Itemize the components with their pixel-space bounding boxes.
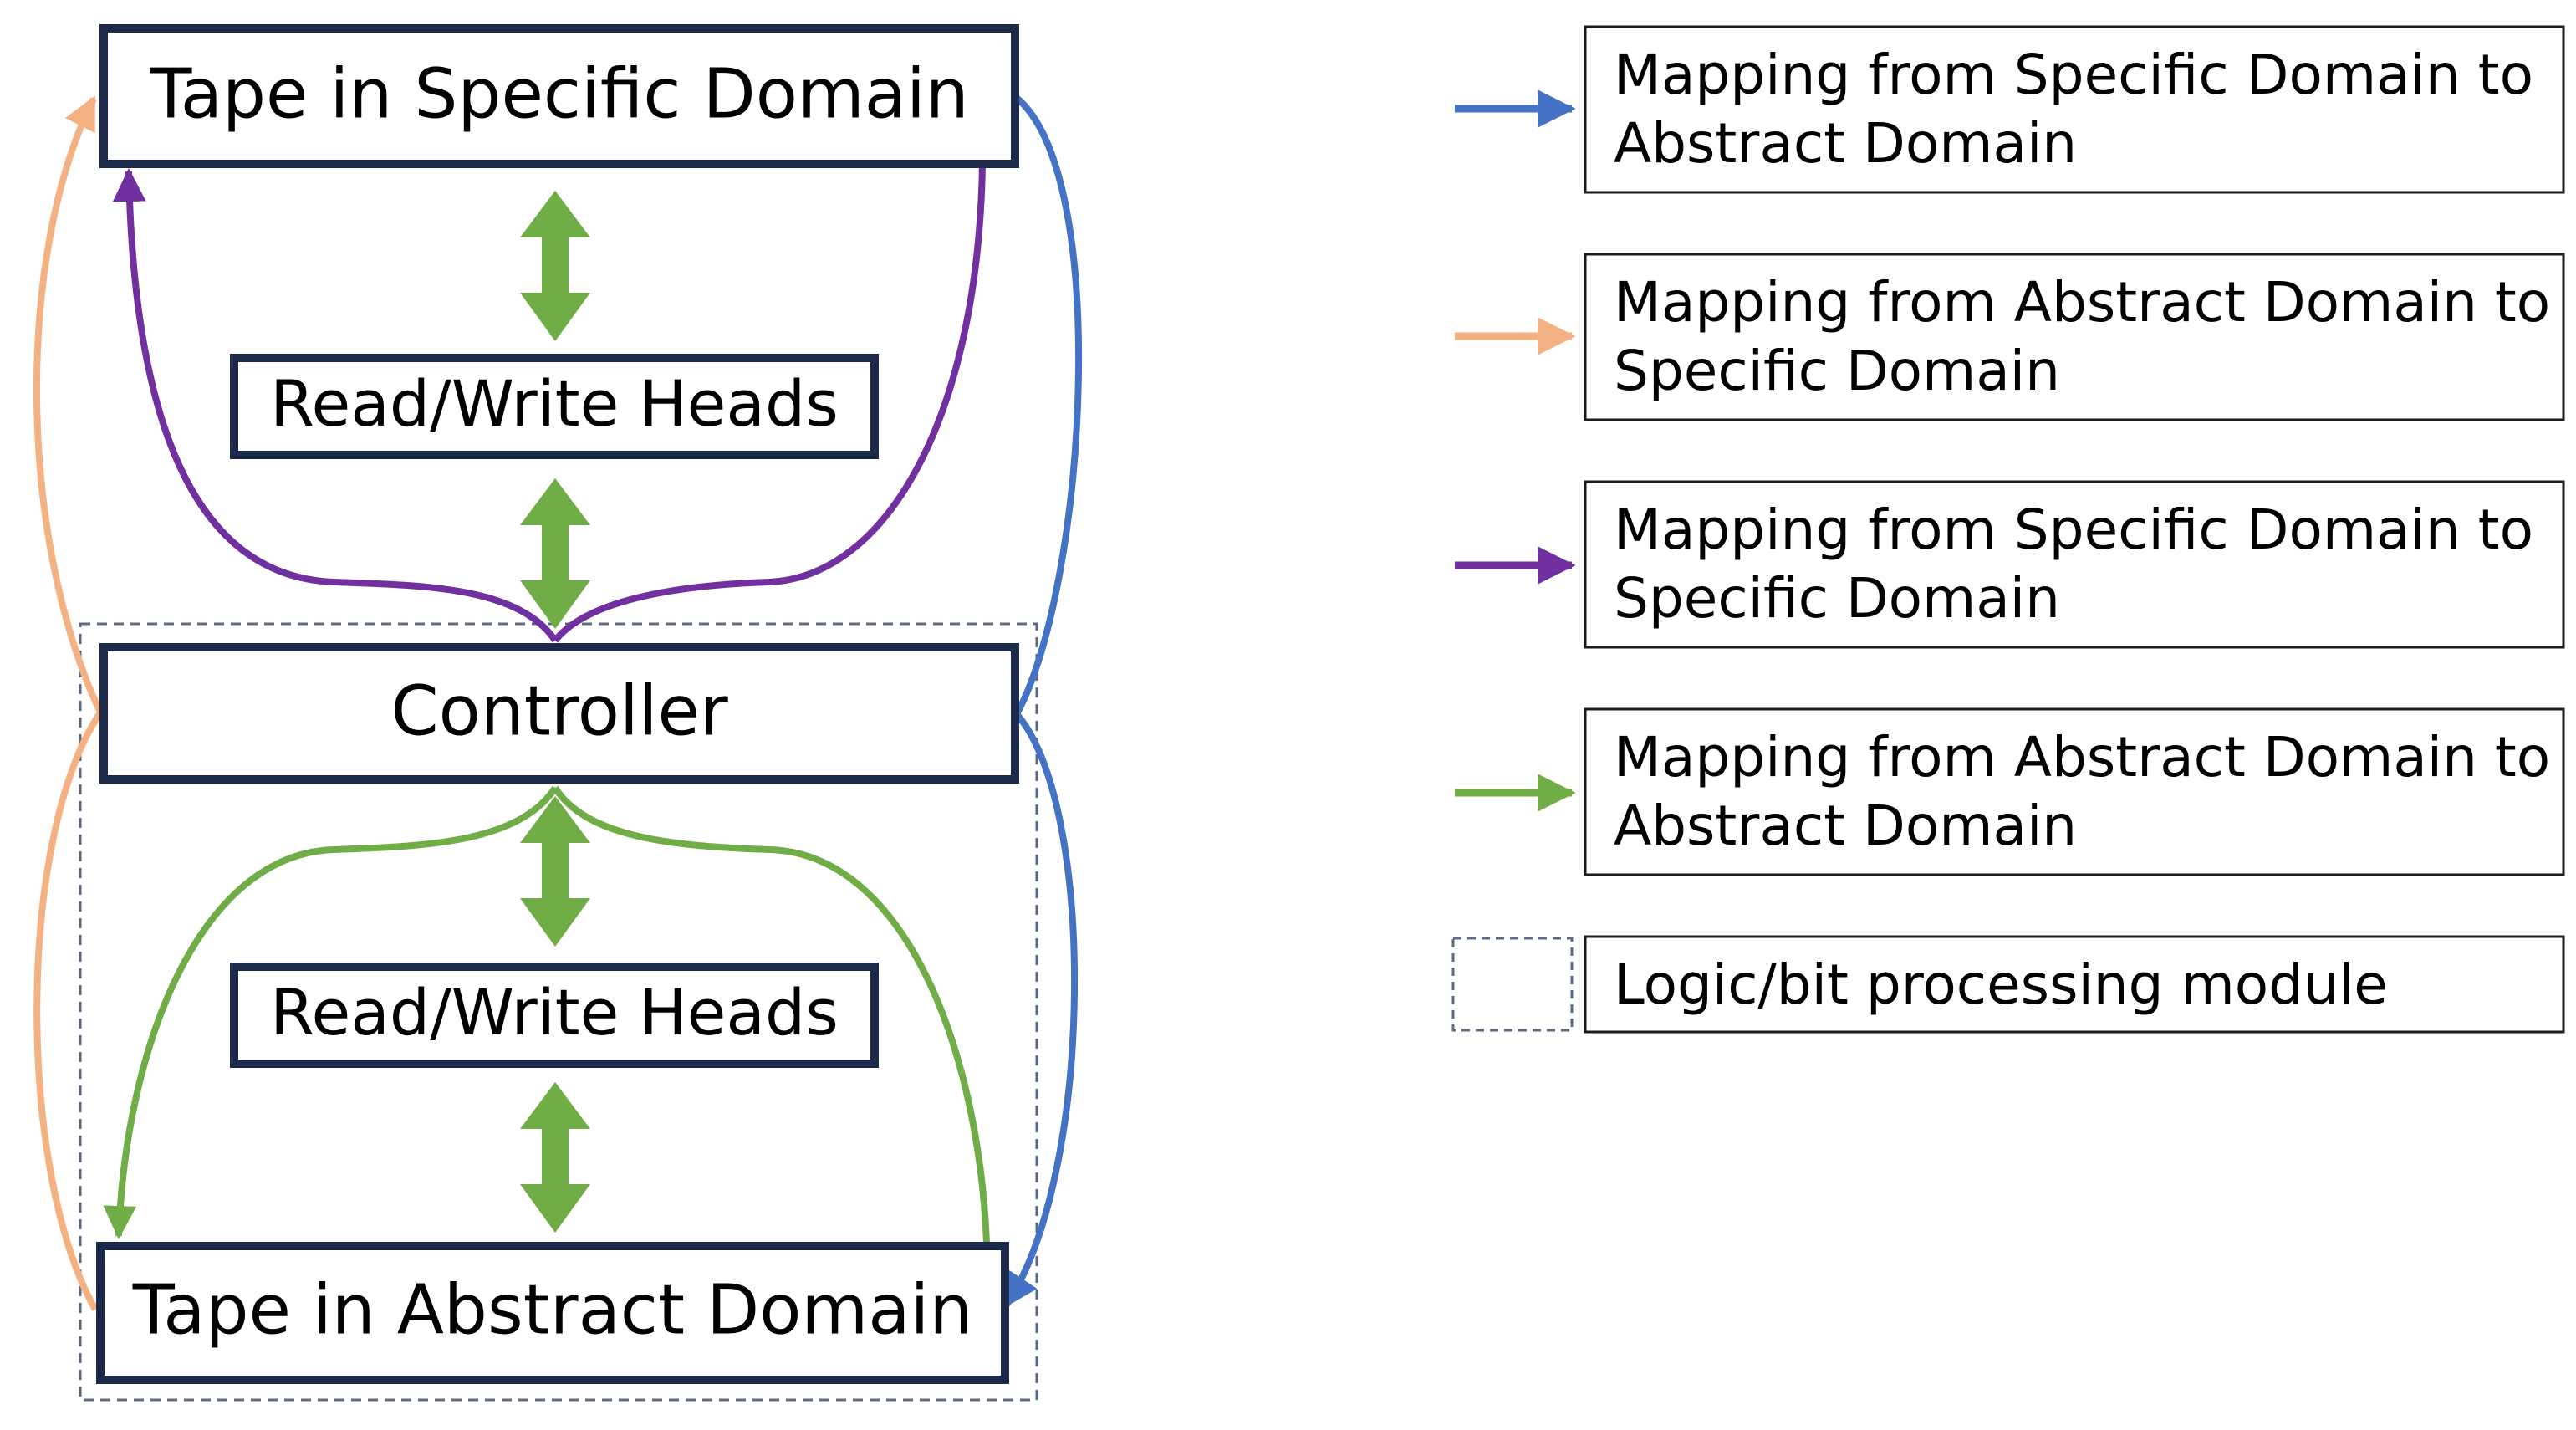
legend-item-2-line2: Specific Domain	[1614, 339, 2060, 403]
double-arrow-heads-top-controller	[520, 478, 590, 629]
legend-item-specific-to-specific: Mapping from Specific Domain to Specific…	[1455, 480, 2565, 649]
node-heads-top: Read/Write Heads	[230, 354, 879, 459]
node-controller: Controller	[99, 643, 1019, 784]
blue-arrow-controller-to-tape-abstract	[1003, 712, 1078, 1308]
node-tape-specific: Tape in Specific Domain	[99, 24, 1019, 168]
peach-line-tape-abstract-to-controller	[33, 710, 104, 1311]
legend-item-logic-module: Logic/bit processing module	[1451, 935, 2565, 1034]
purple-line-tape-specific-to-controller	[552, 163, 986, 643]
double-arrow-tape-specific-heads-top	[520, 191, 590, 341]
node-controller-label: Controller	[390, 672, 728, 751]
legend-module-label: Logic/bit processing module	[1614, 952, 2388, 1017]
legend-item-abstract-to-specific: Mapping from Abstract Domain to Specific…	[1455, 253, 2565, 421]
legend-item-specific-to-abstract: Mapping from Specific Domain to Abstract…	[1455, 25, 2565, 194]
legend-dashed-swatch	[1451, 937, 1574, 1032]
node-tape-abstract: Tape in Abstract Domain	[96, 1242, 1009, 1384]
legend-item-2-line1: Mapping from Abstract Domain to	[1614, 270, 2550, 335]
legend: Mapping from Specific Domain to Abstract…	[1451, 25, 2565, 1034]
legend-item-4-line1: Mapping from Abstract Domain to	[1614, 725, 2550, 789]
green-arrow-controller-to-tape-abstract	[103, 785, 559, 1239]
blue-line-tape-specific-to-controller	[1011, 92, 1082, 716]
legend-item-1-line1: Mapping from Specific Domain to	[1614, 43, 2533, 107]
node-tape-specific-label: Tape in Specific Domain	[149, 54, 969, 134]
legend-item-1-line2: Abstract Domain	[1614, 111, 2077, 176]
double-arrow-controller-heads-bottom	[520, 796, 590, 947]
green-line-tape-abstract-to-controller	[552, 785, 990, 1244]
node-tape-abstract-label: Tape in Abstract Domain	[132, 1270, 973, 1350]
node-heads-bottom-label: Read/Write Heads	[270, 975, 839, 1050]
legend-item-3-line2: Specific Domain	[1614, 566, 2060, 631]
legend-item-3-line1: Mapping from Specific Domain to	[1614, 498, 2533, 562]
legend-item-abstract-to-abstract: Mapping from Abstract Domain to Abstract…	[1455, 707, 2565, 876]
node-heads-top-label: Read/Write Heads	[270, 366, 839, 441]
double-arrow-heads-bottom-tape-abstract	[520, 1082, 590, 1233]
purple-arrow-controller-to-tape-specific	[112, 168, 559, 643]
legend-item-4-line2: Abstract Domain	[1614, 794, 2077, 858]
peach-arrow-controller-to-tape-specific	[33, 95, 104, 714]
node-heads-bottom: Read/Write Heads	[230, 963, 879, 1068]
